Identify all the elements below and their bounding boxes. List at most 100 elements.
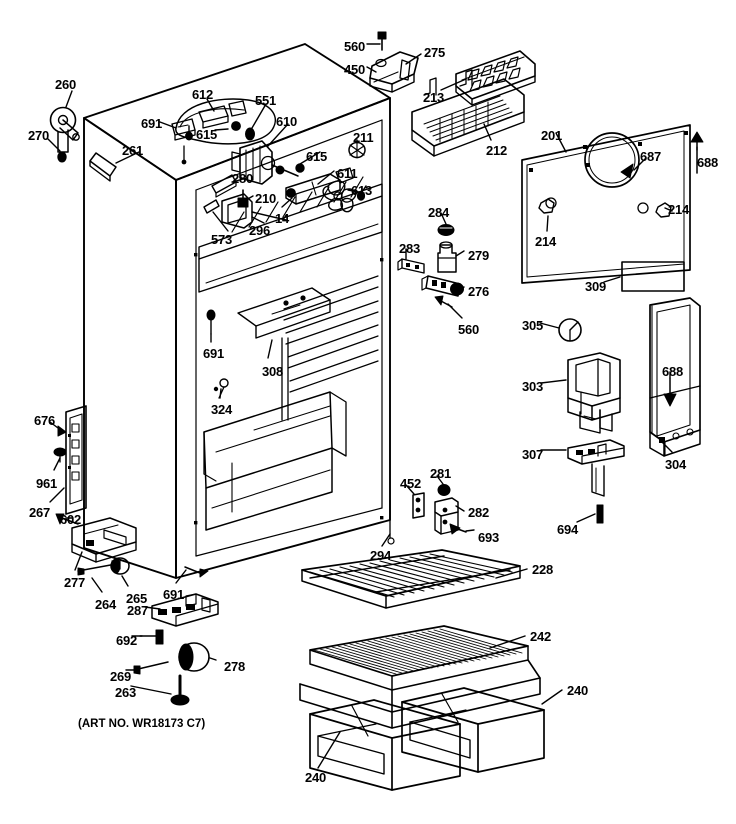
callout-296-control-housing: 296	[249, 223, 271, 238]
callout-279-roller: 279	[468, 248, 490, 263]
callout-287-hinge-bottom: 287	[127, 603, 149, 618]
part-276-slide-bracket	[421, 275, 464, 297]
part-281-plug	[437, 484, 451, 496]
callout-304-inner-door-panel: 304	[665, 457, 687, 472]
callout-240-crisper-pan: 240	[305, 770, 327, 785]
part-201-rear-panel	[521, 124, 691, 284]
callout-691-screw: 691	[141, 116, 163, 131]
part-610-fan-motor	[231, 140, 299, 185]
callout-213-ice-tray: 213	[423, 90, 445, 105]
callout-324-plug-button: 324	[211, 402, 233, 417]
callout-267-hinge-bottom-plate: 267	[29, 505, 51, 520]
leader-lines	[47, 43, 698, 769]
callout-612-wiring-harness: 612	[192, 87, 214, 102]
callout-214-grommet: 214	[668, 202, 690, 217]
callout-210-screw-fan: 210	[255, 191, 277, 206]
callout-450-latch: 450	[344, 62, 366, 77]
part-280-link	[211, 174, 237, 198]
part-265-roller	[110, 557, 130, 575]
callout-691-screw: 691	[203, 346, 225, 361]
callout-294-trim: 294	[370, 548, 392, 563]
callout-308-shelf-rail: 308	[262, 364, 284, 379]
callout-242-shelf-glass-frame: 242	[530, 629, 552, 644]
part-284-cap	[437, 224, 455, 236]
cabinet-fastener-marks	[194, 253, 384, 525]
part-267-hinge-plate	[65, 405, 87, 515]
part-691-screw-upper	[185, 125, 193, 141]
part-303-chute	[567, 352, 621, 434]
part-240-crisper-left	[309, 699, 461, 791]
part-278-wheel	[178, 642, 210, 672]
part-694-pin	[596, 504, 604, 524]
callout-212-ice-tray-shelf: 212	[486, 143, 508, 158]
part-307-support	[567, 439, 625, 497]
callout-282-bracket: 282	[468, 505, 490, 520]
callout-281-plug: 281	[430, 466, 452, 481]
callout-551-grommet: 551	[255, 93, 277, 108]
callout-615-terminal: 615	[196, 127, 218, 142]
callout-610-motor-evaporator-fan: 610	[276, 114, 298, 129]
part-560-screw-top	[377, 31, 387, 51]
callout-691-screw: 691	[163, 587, 185, 602]
callout-613-fan-blade-clip: 613	[351, 183, 373, 198]
callout-961-washer: 961	[36, 476, 58, 491]
callout-303-dispenser-chute: 303	[522, 379, 544, 394]
part-692-screw	[139, 629, 164, 645]
part-676-screw	[57, 425, 67, 437]
callout-276-slide-bracket: 276	[468, 284, 490, 299]
callout-265-roller: 265	[126, 591, 148, 606]
callout-694-pin: 694	[557, 522, 579, 537]
callout-260-hinge-top: 260	[55, 77, 77, 92]
harness-connectors	[171, 100, 247, 165]
part-213-ice-tray	[455, 50, 536, 106]
freezer-divider	[198, 183, 383, 293]
callout-687-clip: 687	[640, 149, 662, 164]
part-691-screw-mid	[206, 309, 216, 335]
part-294-trim	[387, 499, 395, 545]
callout-560-screw: 560	[344, 39, 366, 54]
part-269-screw	[133, 661, 169, 675]
callout-261-hinge-cover: 261	[122, 143, 144, 158]
part-452-stop	[412, 492, 425, 519]
callout-676-screw-hinge: 676	[34, 413, 56, 428]
part-228-wire-shelf	[301, 549, 521, 609]
callout-309-label-plate: 309	[585, 279, 607, 294]
part-961-washer	[53, 447, 67, 463]
part-615-terminals	[275, 163, 305, 175]
callout-228-shelf-wire: 228	[532, 562, 554, 577]
part-261-hinge-cover	[89, 152, 117, 182]
callout-307-support-bracket: 307	[522, 447, 544, 462]
part-270-hinge-pin	[57, 151, 67, 163]
callout-14-fan-blade: 14	[275, 211, 290, 226]
callout-692-screw: 692	[116, 633, 138, 648]
part-305-knob	[558, 318, 582, 342]
part-263-leg	[170, 674, 190, 706]
part-275-center-hinge	[369, 51, 419, 93]
callout-283-bracket: 283	[399, 241, 421, 256]
callout-560-screw: 560	[458, 322, 480, 337]
callout-573-thermostat: 573	[211, 232, 233, 247]
part-212-shelf	[411, 69, 525, 157]
callout-211-bearing: 211	[353, 130, 374, 145]
part-688-screw-lower	[663, 377, 677, 407]
callout-615-terminal: 615	[306, 149, 328, 164]
lower-interior	[203, 391, 347, 531]
part-240-crisper-right	[401, 687, 545, 773]
callout-452-stop-block: 452	[400, 476, 422, 491]
callout-201-rear-panel: 201	[541, 128, 563, 143]
part-279-roller	[437, 241, 457, 273]
callout-280-damper-link: 280	[232, 171, 254, 186]
cavity-back-ribs	[283, 275, 379, 393]
part-309-label-plate	[621, 261, 685, 292]
callout-270-hinge-pin: 270	[28, 128, 50, 143]
part-277-base-bracket	[71, 517, 137, 563]
part-296-control-housing	[221, 193, 287, 229]
part-282-bracket	[434, 497, 459, 535]
callout-214-grommet: 214	[535, 234, 557, 249]
callout-275-hinge-center: 275	[424, 45, 446, 60]
callout-269-screw-pin: 269	[110, 669, 132, 684]
part-602-arrow	[55, 513, 79, 525]
part-551-grommet	[245, 127, 255, 141]
